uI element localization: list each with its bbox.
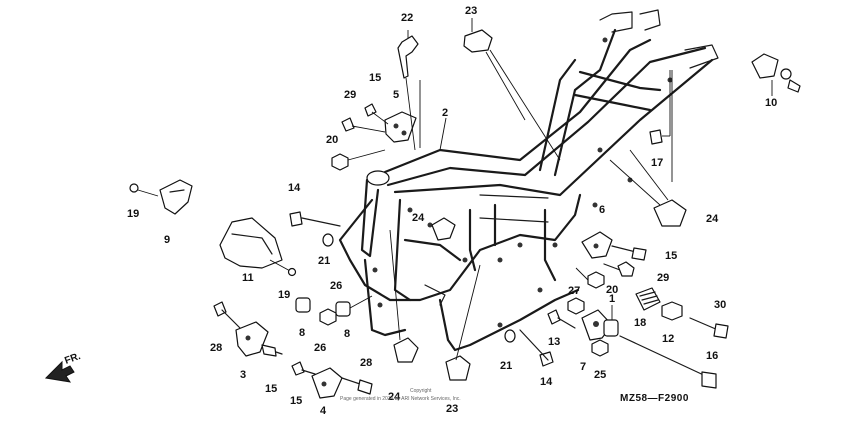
part-16-long-bolt — [619, 335, 717, 389]
callout-26-a: 26 — [330, 280, 342, 292]
callout-25: 25 — [594, 369, 606, 381]
part-6-bracket — [581, 231, 613, 259]
part-30-bolt — [689, 317, 729, 339]
callout-29-right: 29 — [657, 272, 669, 284]
part-24-clamp-right — [609, 149, 687, 227]
callout-2: 2 — [442, 107, 448, 119]
copyright-line-2: Page generated in 2014 by ARI Network Se… — [340, 396, 461, 402]
callout-26-b: 26 — [314, 342, 326, 354]
part-8-collar-b — [335, 295, 373, 317]
part-15-bolt-lower-mid — [291, 361, 316, 376]
part-24-clamp-lower — [389, 229, 419, 363]
part-4-hanger-plate — [311, 367, 343, 399]
part-28-bolt-lower-left — [213, 301, 243, 331]
callout-20-upper: 20 — [326, 134, 338, 146]
main-frame — [338, 9, 719, 352]
part-19-screw-left-top — [129, 183, 159, 197]
callout-8-a: 8 — [299, 327, 305, 339]
callout-22: 22 — [401, 12, 413, 24]
part-17-bolt — [649, 70, 671, 145]
callout-17: 17 — [651, 157, 663, 169]
part-14-bolt-left — [289, 211, 341, 227]
callout-20-right: 20 — [606, 284, 618, 296]
callout-24-right: 24 — [706, 213, 719, 225]
part-21-collar-lower — [504, 329, 516, 343]
part-3-hanger-plate — [235, 321, 269, 357]
callout-14-left: 14 — [288, 182, 301, 194]
part-29-bolt-right — [603, 261, 635, 277]
callout-10: 10 — [765, 97, 777, 109]
callout-11: 11 — [242, 272, 254, 284]
diagram-code: MZ58—F2900 — [620, 393, 689, 404]
callout-3: 3 — [240, 369, 246, 381]
callout-29-upper: 29 — [344, 89, 356, 101]
part-27-nut — [567, 297, 585, 315]
callout-21-left: 21 — [318, 255, 330, 267]
part-20-nut-right — [587, 271, 605, 289]
part-20-nut-upper — [331, 149, 386, 171]
callout-8-b: 8 — [344, 328, 350, 340]
copyright-line-1: Copyright — [410, 388, 432, 394]
callout-12: 12 — [662, 333, 674, 345]
callout-7: 7 — [580, 361, 586, 373]
part-26-nut-a — [319, 308, 337, 326]
callout-15-lower-mid: 15 — [290, 395, 302, 407]
callout-14-lower: 14 — [540, 376, 553, 388]
part-24-clamp-left — [431, 217, 456, 241]
front-direction-label: FR. — [63, 351, 82, 367]
part-10-key-lock — [751, 53, 801, 96]
callout-23-top: 23 — [465, 5, 477, 17]
callout-4: 4 — [320, 405, 327, 417]
part-19-screw-left-mid — [287, 267, 297, 277]
callout-19-left-mid: 19 — [278, 289, 290, 301]
callout-15-upper: 15 — [369, 72, 381, 84]
part-5-bracket — [384, 111, 417, 143]
callout-21-lower: 21 — [500, 360, 512, 372]
part-23-clamp-lower — [445, 264, 481, 381]
part-21-collar-left — [322, 233, 334, 247]
callout-24-lower: 24 — [388, 391, 401, 403]
part-8-collar-a — [295, 297, 311, 313]
callout-23-lower: 23 — [446, 403, 458, 415]
part-9-side-cover — [159, 179, 193, 215]
part-25-nut — [591, 339, 609, 357]
callout-24-left: 24 — [412, 212, 425, 224]
callout-13: 13 — [548, 336, 560, 348]
part-12-nut — [661, 301, 683, 321]
callout-9: 9 — [164, 234, 170, 246]
part-28-bolt-lower-mid — [341, 377, 373, 395]
part-15-bolt-upper — [364, 103, 389, 125]
callout-30: 30 — [714, 299, 726, 311]
part-22-clamp — [397, 30, 419, 79]
callout-15-lower-left: 15 — [265, 383, 277, 395]
callout-5: 5 — [393, 89, 399, 101]
part-1-collar — [603, 305, 619, 337]
callout-28-lower-mid: 28 — [360, 357, 372, 369]
callout-1: 1 — [609, 293, 615, 305]
callout-15-right: 15 — [665, 250, 677, 262]
part-11-cover — [219, 217, 293, 273]
front-direction-arrow — [44, 360, 75, 383]
part-13-bolt — [547, 309, 576, 329]
part-15-bolt-right — [611, 245, 647, 261]
callout-19-left-top: 19 — [127, 208, 139, 220]
part-18-spacer — [635, 287, 661, 311]
part-15-bolt-lower-left — [261, 344, 283, 357]
part-14-bolt-lower — [519, 329, 554, 367]
callout-27: 27 — [568, 285, 580, 297]
callout-6: 6 — [599, 204, 605, 216]
part-29-bolt-upper — [341, 117, 386, 133]
callout-16: 16 — [706, 350, 718, 362]
callout-18: 18 — [634, 317, 646, 329]
callout-28-lower-left: 28 — [210, 342, 222, 354]
part-23-cable-clamp-top — [463, 18, 561, 161]
